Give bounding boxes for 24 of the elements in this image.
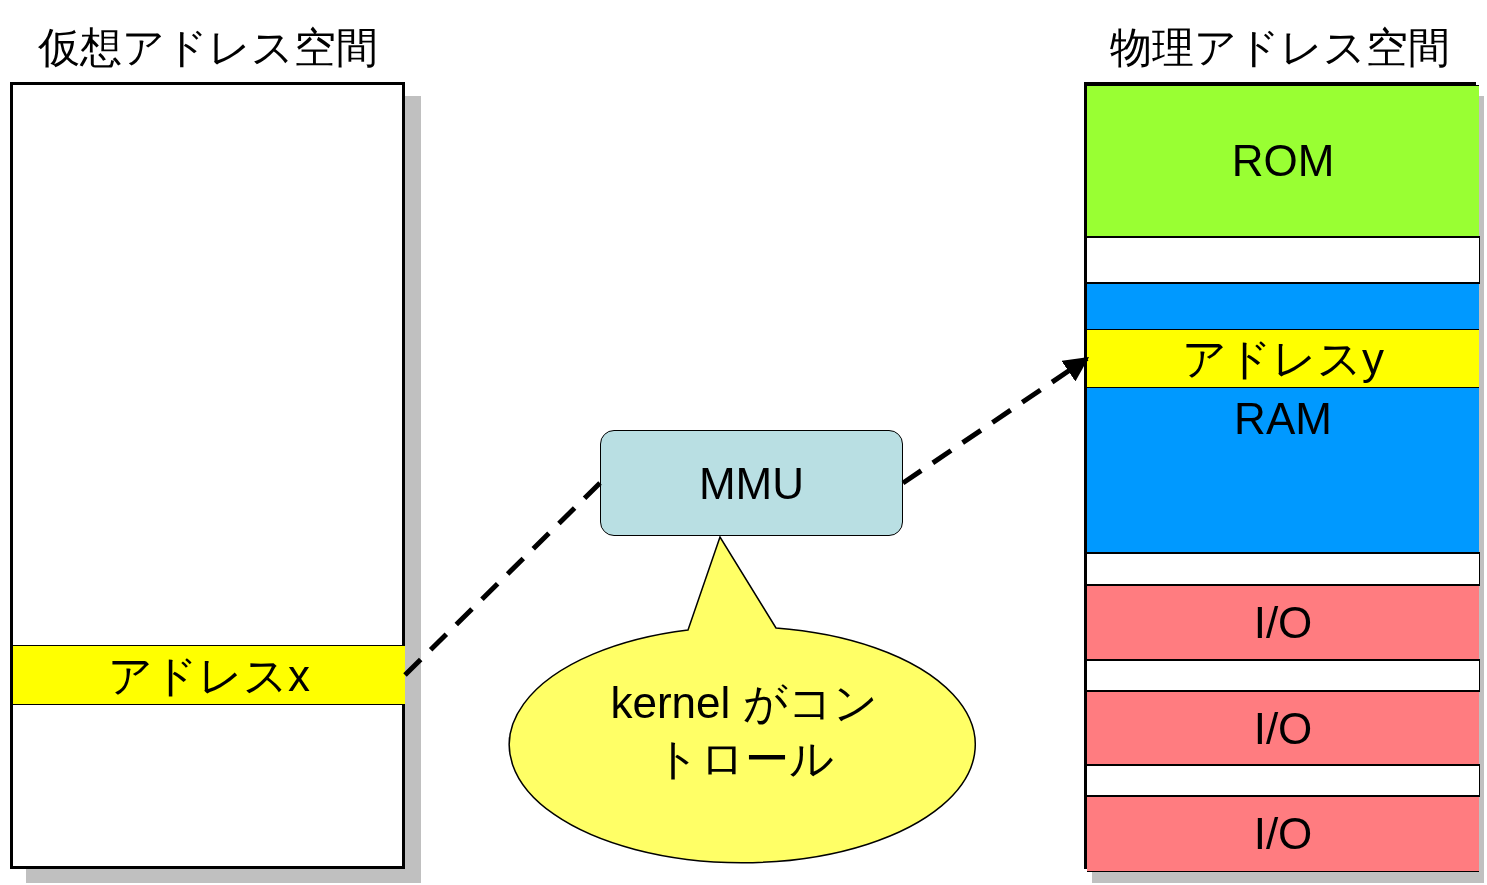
memory-region-band [1087,283,1479,553]
node-label: アドレスx [107,651,311,701]
node-label: I/O [1252,704,1314,754]
address-band [1087,329,1479,388]
node-label: MMU [697,459,806,509]
dashed-line [403,481,602,677]
callout-text: kernel がコントロール [609,677,879,785]
heading: 仮想アドレス空間 [36,23,379,73]
memory-gap-band [1087,237,1479,283]
node-label: I/O [1252,809,1314,859]
node-label: I/O [1252,598,1314,648]
heading: 物理アドレス空間 [1109,23,1451,73]
node-label: ROM [1230,136,1336,186]
process-box [600,430,903,536]
node-label: RAM [1233,394,1333,444]
address-band [13,645,405,705]
memory-gap-band [1087,660,1479,691]
memory-region-band [1087,691,1479,765]
node-label: アドレスy [1181,334,1385,384]
memory-gap-band [1087,553,1479,585]
memory-gap-band [1087,765,1479,796]
memory-region-band [1087,85,1479,237]
memory-region-band [1087,796,1479,872]
memory-region-band [1087,585,1479,660]
